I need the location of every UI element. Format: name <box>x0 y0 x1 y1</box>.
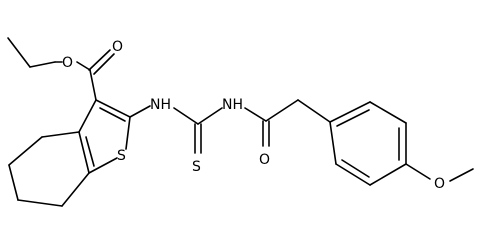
atom-thiophene-S: S <box>117 148 126 164</box>
bond-upper-upperright <box>369 101 407 124</box>
atom-thiocarbonyl-S: S <box>192 159 201 175</box>
bond-C3a-C7a-b <box>85 136 95 167</box>
bond-carbonyl-C-O-b <box>93 53 115 75</box>
bond-C3-C2-a <box>95 99 131 118</box>
bond-C3-C2-b <box>99 107 126 122</box>
bond-C2-NH <box>129 105 151 118</box>
atom-methoxy-O: O <box>434 176 445 192</box>
atom-ester-ether-O: O <box>62 55 73 71</box>
bond-C3a-C4 <box>41 131 80 138</box>
bond-amideC-CH2 <box>265 99 299 122</box>
bond-carbonylC-C3 <box>89 69 97 101</box>
bond-aromatic-inner-3 <box>341 159 370 178</box>
bond-ethyl-ch3 <box>7 37 31 68</box>
atom-thiourea-NH-right: NH <box>222 97 243 113</box>
bonds <box>7 37 474 207</box>
bond-C5-C6 <box>8 164 19 201</box>
bond-C2-S1 <box>125 116 131 150</box>
chemical-structure-diagram: O O S NH NH S O O <box>7 37 474 207</box>
bond-C3-C3a <box>78 99 97 133</box>
atom-thiourea-NH-left: NH <box>150 97 171 113</box>
atom-labels: O O S NH NH S O O <box>62 39 445 192</box>
bond-methoxyO-CH3 <box>449 168 474 182</box>
bond-lowerright-lower <box>335 163 371 186</box>
bond-S1-C7a <box>88 157 118 174</box>
atom-amide-O: O <box>259 152 270 168</box>
bond-esterO-carbonylC <box>76 61 91 71</box>
bond-lower-ipso <box>329 121 337 165</box>
atom-ester-carbonyl-O: O <box>112 39 123 55</box>
bond-carbonyl-C-O-a <box>88 49 111 71</box>
bond-ipso-upper <box>329 101 371 123</box>
bond-C6-C7 <box>17 199 63 207</box>
bond-para-methoxyO <box>405 163 431 180</box>
bond-C7-C7a <box>61 172 90 207</box>
bond-NH-thioC <box>173 107 199 125</box>
bond-NH-amideC <box>244 107 267 122</box>
bond-aromatic-inner-1 <box>336 109 370 127</box>
bond-para-lowerright <box>369 163 407 186</box>
bond-CH2-ipso <box>297 99 331 123</box>
bond-C4-C5 <box>8 136 43 166</box>
bond-thioC-NH <box>197 107 223 125</box>
bond-ethyl-ch2 <box>29 61 56 68</box>
bond-C3a-C7a-a <box>78 131 90 174</box>
